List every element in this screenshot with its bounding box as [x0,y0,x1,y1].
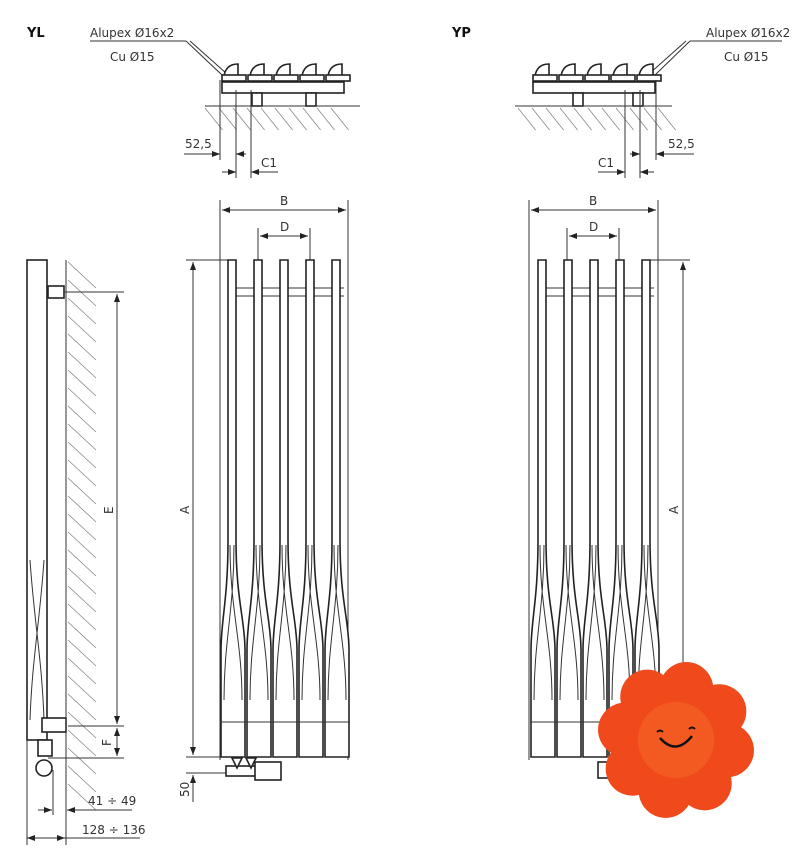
dim-52-5-left [184,80,278,178]
alupex-label: Alupex Ø16x2 [90,26,174,40]
wall-top-left [204,105,360,131]
dim-offset-left: 52,5 [185,137,212,151]
dim-a-right: A [667,505,681,514]
yp-title: YP [451,26,471,41]
side-view [26,259,140,845]
top-view-left [221,63,351,107]
alupex-label-right: Alupex Ø16x2 [706,26,790,40]
dim-f: F [100,739,114,746]
dim-b-right: B [589,194,597,208]
dim-c1-right: C1 [598,156,614,170]
dim-a-left: A [178,505,192,514]
cu-label: Cu Ø15 [110,50,155,64]
smiling-flower-logo [598,662,754,818]
valve-left [225,757,282,781]
dim-offset-right: 52,5 [668,137,695,151]
top-view-right [532,63,662,107]
wall-top-right [515,105,676,131]
dim-e: E [102,506,116,514]
front-view-right [530,259,660,758]
dim-d-left: D [280,220,289,234]
dim-wall-1: 41 ÷ 49 [88,794,136,808]
dim-c1-left: C1 [261,156,277,170]
dim-50-left: 50 [178,782,192,797]
dim-52-5-right [598,80,694,178]
yl-title: YL [26,26,45,41]
cu-label-right: Cu Ø15 [724,50,769,64]
dim-wall-2: 128 ÷ 136 [82,823,146,837]
dim-d-right: D [589,220,598,234]
dim-b-left: B [280,194,288,208]
front-view-left [220,259,350,758]
